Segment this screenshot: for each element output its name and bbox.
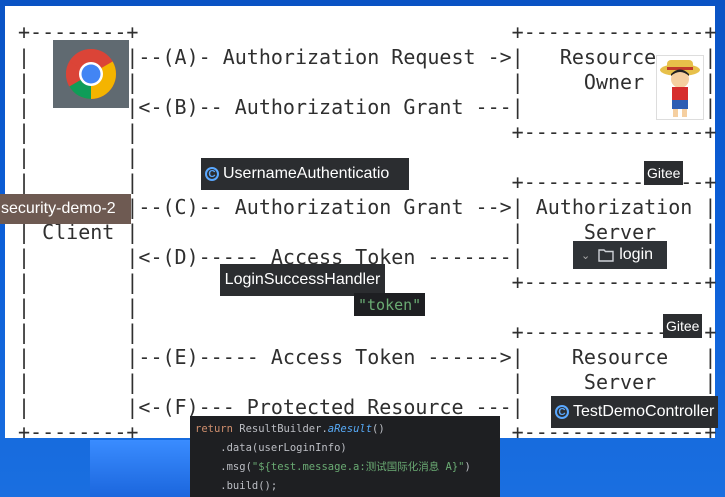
taskbar-glow	[90, 440, 200, 497]
login-success-handler-tag[interactable]: LoginSuccessHandler	[220, 264, 385, 296]
security-demo-label: security-demo-2	[0, 194, 131, 224]
username-auth-tag[interactable]: C UsernameAuthenticatio	[201, 158, 409, 190]
gitee-tag-2[interactable]: Gitee	[663, 314, 703, 338]
token-text: "token"	[358, 295, 422, 314]
folder-icon	[598, 249, 614, 262]
code-line-1: return ResultBuilder.aResult()	[195, 420, 500, 439]
chrome-icon[interactable]	[53, 40, 129, 108]
code-line-2: .data(userLoginInfo)	[195, 442, 347, 454]
code-line-4: .build();	[195, 480, 278, 492]
test-demo-controller-tag[interactable]: C TestDemoController	[551, 396, 718, 428]
code-paren: ()	[372, 423, 385, 435]
gitee-text-2: Gitee	[666, 318, 700, 334]
ascii-diagram-text: +--------+ +---------------+ | |--(A)- A…	[18, 20, 717, 444]
code-keyword: return	[195, 423, 240, 435]
code-line-3: .msg("${test.message.a:测试国际化消息 A}")	[195, 458, 500, 477]
chevron-down-icon: ⌄	[581, 249, 591, 262]
class-c-icon: C	[205, 167, 219, 181]
security-demo-text: security-demo-2	[1, 200, 116, 217]
gitee-tag-1[interactable]: Gitee	[644, 161, 684, 185]
token-string-tag: "token"	[354, 293, 426, 316]
code-class: ResultBuilder.	[239, 423, 328, 435]
username-auth-text: UsernameAuthenticatio	[223, 165, 390, 182]
login-text: login	[619, 246, 654, 263]
code-msg-call: .msg(	[195, 461, 252, 473]
code-paren-close: )	[464, 461, 471, 473]
chrome-logo-icon	[66, 49, 116, 99]
test-demo-controller-text: TestDemoController	[573, 403, 715, 420]
luffy-avatar-icon	[656, 55, 704, 120]
code-snippet: return ResultBuilder.aResult() .data(use…	[190, 416, 500, 497]
gitee-text-1: Gitee	[647, 165, 681, 181]
login-success-text: LoginSuccessHandler	[224, 271, 381, 288]
login-folder-tag[interactable]: ⌄ login	[573, 241, 667, 269]
class-c-icon: C	[555, 405, 569, 419]
code-string: "${test.message.a:测试国际化消息 A}"	[251, 461, 465, 473]
code-method: aResult	[327, 423, 373, 435]
avatar-drawing	[660, 60, 700, 117]
